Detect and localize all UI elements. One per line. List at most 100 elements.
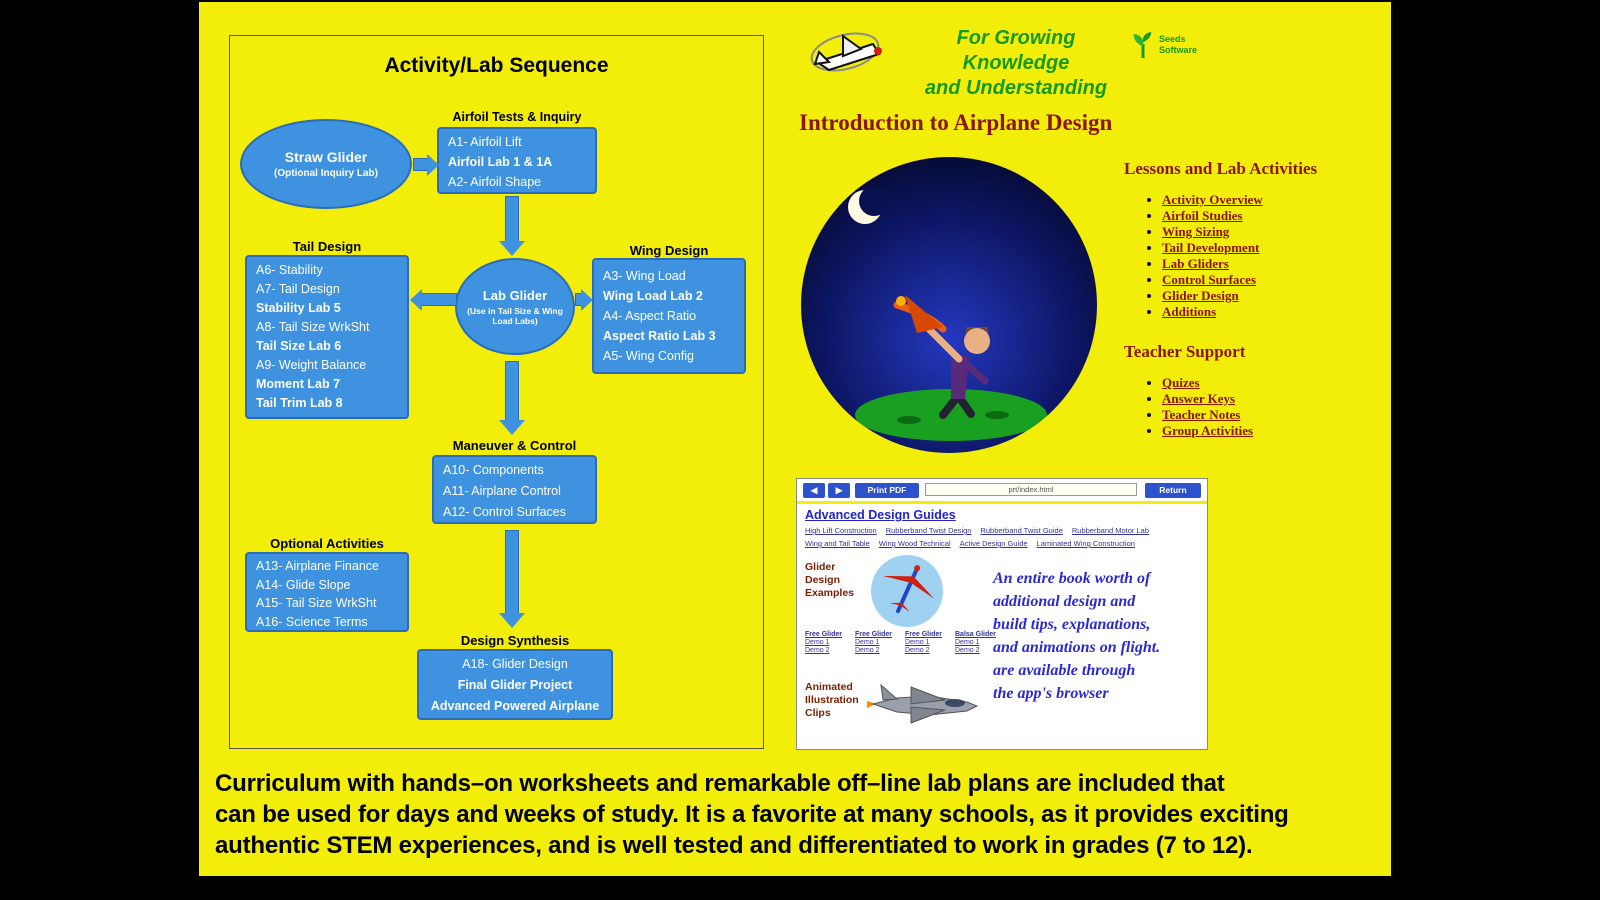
wing-group-label: Wing Design [629,243,709,258]
address-field[interactable] [925,483,1137,496]
flow-arrow-down-icon [499,530,525,628]
flow-line: A14- Glide Slope [256,577,351,592]
flow-line: A11- Airplane Control [443,484,561,498]
guide-link[interactable]: Rubberband Twist Guide [980,526,1063,535]
teacher-link[interactable]: Group Activities [1162,423,1253,439]
flow-line: A18- Glider Design [462,657,568,671]
synthesis-group-label: Design Synthesis [460,633,570,648]
teacher-link-label[interactable]: Group Activities [1162,423,1254,438]
glider-demo-link[interactable]: Demo 1 [855,639,880,646]
lab-glider-node: Lab Glider (Use in Tail Size & Wing Load… [455,258,575,355]
flow-line: A13- Airplane Finance [256,559,379,573]
maneuver-box: A10- Components A11- Airplane Control A1… [432,455,597,524]
flow-line: A3- Wing Load [603,269,686,283]
teacher-link[interactable]: Quizes [1162,375,1253,391]
print-pdf-button[interactable]: Print PDF [855,483,919,498]
flow-line: A12- Control Surfaces [443,505,566,519]
brand-name: Seeds Software [1159,34,1197,56]
lesson-link-label[interactable]: Control Surfaces [1162,272,1257,287]
guide-link[interactable]: High Lift Construction [805,526,877,535]
lesson-link-label[interactable]: Lab Gliders [1162,256,1229,271]
glider-demo-link[interactable]: Demo 1 [805,639,830,646]
guide-links-row: Wing and Tail Table Wing Wood Technical … [805,539,1135,548]
teacher-link-label[interactable]: Teacher Notes [1162,407,1241,422]
lesson-link[interactable]: Additions [1162,304,1263,320]
back-button[interactable]: ◀ [803,483,825,498]
teacher-link-label[interactable]: Quizes [1162,375,1200,390]
teacher-link[interactable]: Teacher Notes [1162,407,1253,423]
lessons-heading: Lessons and Lab Activities [1124,159,1318,178]
optional-group-label: Optional Activities [270,536,384,551]
guide-link[interactable]: Rubberband Motor Lab [1071,526,1150,535]
glider-demo-header[interactable]: Balsa Glider [955,631,996,638]
glider-demo-link[interactable]: Demo 1 [955,639,980,646]
lesson-link[interactable]: Airfoil Studies [1162,208,1263,224]
glider-demo-link[interactable]: Demo 2 [855,647,880,654]
straw-glider-subtitle: (Optional Inquiry Lab) [274,168,378,179]
flow-line: Stability Lab 5 [256,301,341,315]
brand-name-line1: Seeds [1159,34,1186,44]
synthesis-box: A18- Glider Design Final Glider Project … [417,649,613,720]
forward-button[interactable]: ▶ [828,483,850,498]
guide-link[interactable]: Active Design Guide [959,539,1028,548]
glider-demo-header[interactable]: Free Glider [855,631,892,638]
guide-link[interactable]: Wing Wood Technical [878,539,951,548]
glider-demo-link[interactable]: Demo 1 [905,639,930,646]
glider-demo-link[interactable]: Demo 2 [955,647,980,654]
return-button[interactable]: Return [1145,483,1201,498]
lesson-link[interactable]: Wing Sizing [1162,224,1263,240]
flow-line: Tail Trim Lab 8 [256,396,343,410]
lesson-link[interactable]: Tail Development [1162,240,1263,256]
guide-link[interactable]: Laminated Wing Construction [1036,539,1135,548]
lesson-link[interactable]: Glider Design [1162,288,1263,304]
browser-note-text: An entire book worth of additional desig… [993,567,1203,705]
lessons-link-list: Activity Overview Airfoil Studies Wing S… [1144,192,1263,320]
lesson-link-label[interactable]: Airfoil Studies [1162,208,1243,223]
animated-clips-label: Animated Illustration Clips [805,681,859,719]
flow-line: A1- Airfoil Lift [448,135,522,149]
glider-demo-header[interactable]: Free Glider [905,631,942,638]
note-line: additional design and [993,593,1136,610]
lesson-link-label[interactable]: Glider Design [1162,288,1239,303]
tagline-line2: and Understanding [924,77,1108,99]
lesson-link-label[interactable]: Additions [1162,304,1217,319]
night-scene-icon [848,186,1047,441]
flow-line: A10- Components [443,463,544,477]
guide-link[interactable]: Rubberband Twist Design [885,526,972,535]
flow-line: A9- Weight Balance [256,358,367,372]
glider-demo-header[interactable]: Free Glider [805,631,842,638]
teacher-link[interactable]: Answer Keys [1162,391,1253,407]
lesson-link-label[interactable]: Tail Development [1162,240,1260,255]
glider-top-view-icon [883,565,935,614]
note-line: are available through [993,662,1136,679]
flow-arrow-down-icon [499,361,525,435]
maneuver-group-label: Maneuver & Control [452,438,577,453]
flow-line: A16- Science Terms [256,614,368,629]
lesson-link-label[interactable]: Wing Sizing [1162,224,1230,239]
guide-link[interactable]: Wing and Tail Table [805,539,870,548]
lesson-link-label[interactable]: Activity Overview [1162,192,1263,207]
glider-demo-link[interactable]: Demo 2 [805,647,830,654]
flow-line: A7- Tail Design [256,282,340,296]
glider-example-thumbnail[interactable] [871,555,943,627]
glider-thrower-illustration [801,157,1097,453]
lesson-link[interactable]: Control Surfaces [1162,272,1263,288]
airfoil-group-label: Airfoil Tests & Inquiry [452,110,582,124]
panel-divider [797,501,1207,504]
lesson-link[interactable]: Activity Overview [1162,192,1263,208]
guide-links-row: High Lift Construction Rubberband Twist … [805,526,1149,535]
lab-glider-title: Lab Glider [482,287,548,303]
straw-glider-node: Straw Glider (Optional Inquiry Lab) [240,119,412,209]
flow-arrow-right-icon [575,288,593,311]
footer-line: Curriculum with hands–on worksheets and … [215,770,1225,797]
note-line: the app's browser [993,685,1109,702]
wing-box: A3- Wing Load Wing Load Lab 2 A4- Aspect… [592,258,746,374]
lesson-link[interactable]: Lab Gliders [1162,256,1263,272]
brand-tagline: For Growing Knowledge and Understanding [901,26,1131,101]
flow-line: Advanced Powered Airplane [430,699,600,713]
glider-demo-link[interactable]: Demo 2 [905,647,930,654]
flow-line: A8- Tail Size WrkSht [256,320,370,334]
flow-line: Moment Lab 7 [256,377,341,391]
flow-line: Wing Load Lab 2 [603,289,703,303]
teacher-link-label[interactable]: Answer Keys [1162,391,1236,406]
